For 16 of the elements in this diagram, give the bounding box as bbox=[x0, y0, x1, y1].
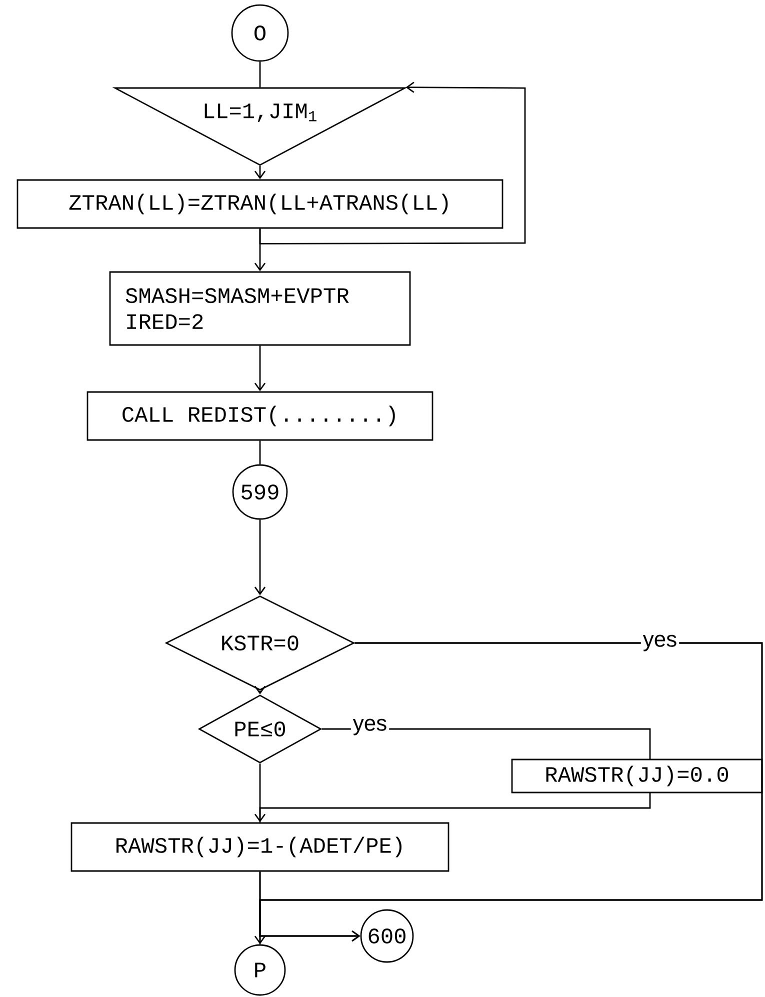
arrow bbox=[254, 520, 266, 596]
process-box: SMASH=SMASM+EVPTR IRED=2 bbox=[109, 271, 411, 346]
edge-label: yes bbox=[350, 716, 390, 738]
arrow bbox=[259, 82, 526, 244]
arrow bbox=[254, 166, 266, 180]
edge-label: yes bbox=[640, 632, 680, 654]
connector-line bbox=[259, 62, 261, 88]
process-box: RAWSTR(JJ)=1-(ADET/PE) bbox=[70, 822, 450, 872]
process-box: RAWSTR(JJ)=0.0 bbox=[511, 758, 763, 794]
arrow bbox=[254, 346, 266, 392]
connector-line bbox=[259, 764, 261, 822]
process-box: ZTRAN(LL)=ZTRAN(LL+ATRANS(LL) bbox=[16, 179, 504, 229]
connector-line bbox=[259, 440, 261, 464]
process-box: CALL REDIST(........) bbox=[86, 391, 434, 441]
arrow bbox=[254, 793, 651, 822]
connector-line bbox=[322, 728, 651, 760]
